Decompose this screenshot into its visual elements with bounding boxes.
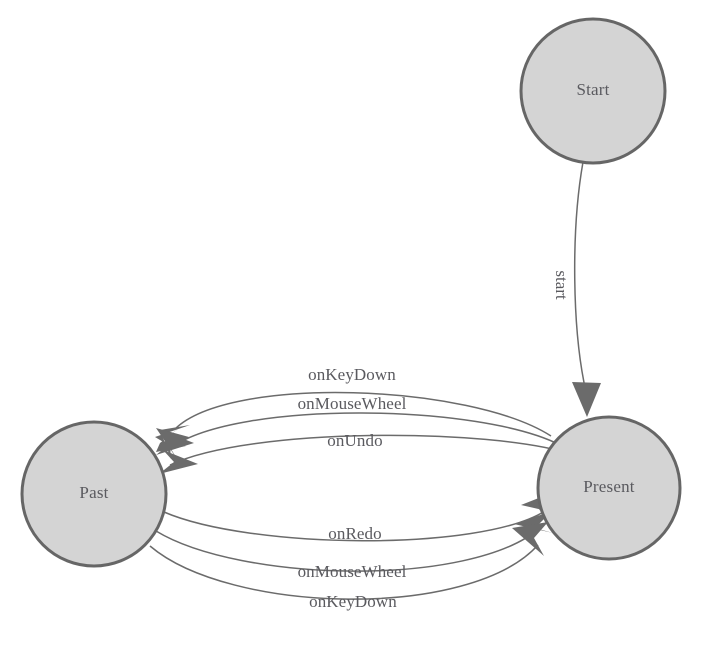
node-past[interactable]: Past [20, 420, 168, 568]
edge-past-to-present-onkeydown[interactable]: onKeyDown [149, 544, 539, 611]
edge-present-to-past-onmousewheel[interactable]: onMouseWheel [171, 394, 561, 448]
edge-label-past-present-onkeydown: onKeyDown [309, 592, 397, 611]
node-start-label: Start [576, 80, 609, 99]
edge-present-to-past-onkeydown-path [174, 391, 552, 437]
edge-start-to-present[interactable]: start [552, 161, 601, 417]
node-present-label: Present [583, 477, 635, 496]
edge-start-to-present-path [573, 161, 587, 393]
edge-label-past-present-onredo: onRedo [328, 524, 381, 543]
edge-start-to-present-arrowhead [572, 382, 601, 417]
edge-past-to-present-onmousewheel-path [155, 527, 541, 572]
node-past-circle [20, 420, 168, 568]
edge-label-present-past-onundo: onUndo [327, 431, 382, 450]
arrowhead-into-past-2 [159, 450, 198, 474]
edge-past-to-present-onredo-path [163, 510, 546, 542]
edge-present-to-past-onmousewheel-path [171, 412, 561, 448]
arrowhead-into-past-3 [156, 428, 189, 462]
node-present[interactable]: Present [536, 415, 682, 561]
node-present-circle [536, 415, 682, 561]
edge-present-to-past-onundo-path [169, 434, 572, 466]
edge-label-present-past-onkeydown: onKeyDown [308, 365, 396, 384]
node-past-label: Past [79, 483, 108, 502]
past-incoming-arrowheads [156, 428, 198, 474]
arrowhead-into-present-3 [512, 522, 548, 556]
edge-label-present-past-onmousewheel: onMouseWheel [298, 394, 407, 413]
edge-label-start: start [552, 270, 571, 300]
edge-present-to-past-onundo[interactable]: onUndo [169, 431, 572, 466]
edge-past-to-present-onredo[interactable]: onRedo [163, 510, 546, 543]
edge-label-past-present-onmousewheel: onMouseWheel [298, 562, 407, 581]
node-start[interactable]: Start [519, 17, 667, 165]
edge-past-to-present-onmousewheel[interactable]: onMouseWheel [155, 527, 541, 581]
edge-past-to-present-onkeydown-path [149, 544, 539, 600]
node-start-circle [519, 17, 667, 165]
